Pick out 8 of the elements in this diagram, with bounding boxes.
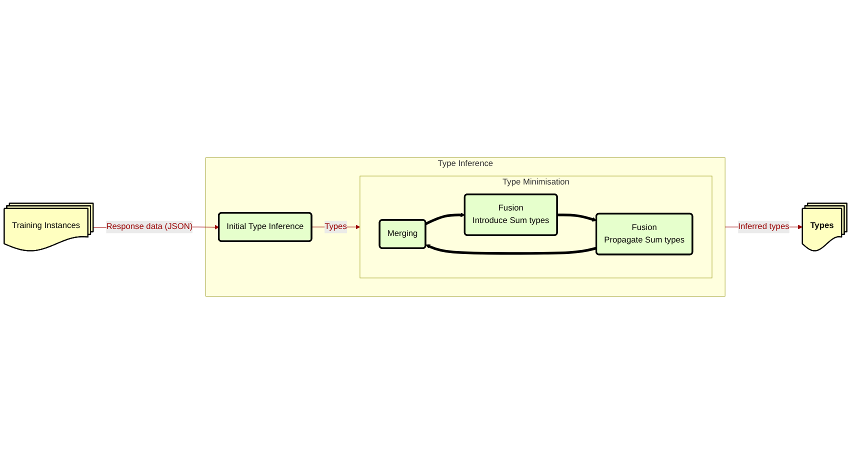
cluster bbox=[205, 157, 726, 297]
cluster bbox=[360, 176, 712, 278]
arrow bbox=[425, 212, 466, 226]
arrow bbox=[557, 214, 597, 222]
edge-label: Inferred types bbox=[738, 222, 790, 232]
edge-label: Response data (JSON) bbox=[106, 222, 193, 232]
edge-label: Types bbox=[324, 222, 347, 232]
arrow bbox=[426, 244, 597, 255]
